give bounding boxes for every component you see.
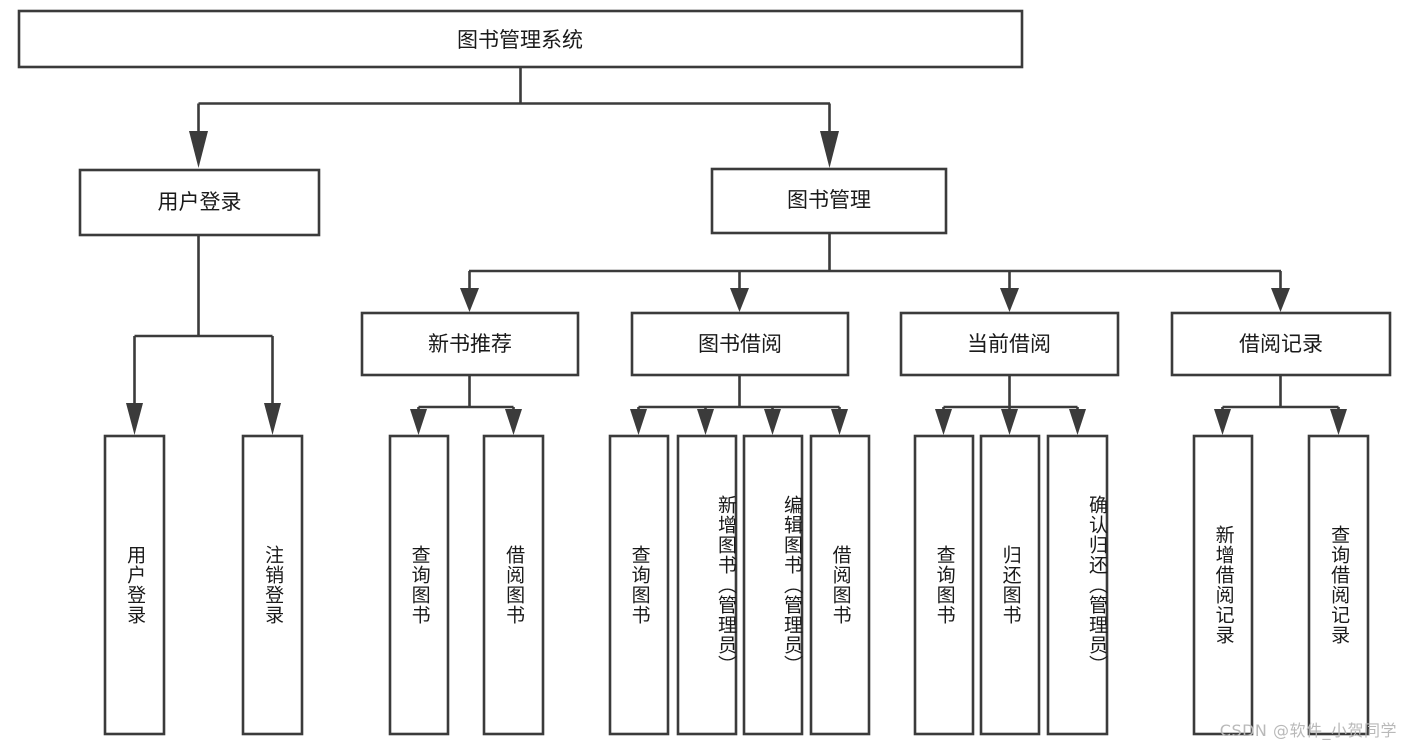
- node-leaf-borrow-book-1-box[interactable]: [482, 434, 545, 736]
- node-book-borrow-label: 图书借阅: [698, 332, 782, 356]
- csdn-watermark: CSDN @软件_小贺同学: [1219, 721, 1397, 740]
- node-leaf-confirm-return-box[interactable]: [1046, 434, 1109, 736]
- node-leaf-logout-login-box[interactable]: [241, 434, 304, 736]
- node-root-box[interactable]: [17, 9, 1024, 69]
- node-new-book-recommend[interactable]: 新书推荐: [360, 311, 580, 377]
- arrow-head-leaf-borrow-book-1: [505, 409, 522, 435]
- node-new-book-recommend-box[interactable]: [360, 311, 580, 377]
- arrow-head-leaf-query-book-1: [410, 409, 427, 435]
- arrow-head-leaf-edit-book: [764, 409, 781, 435]
- arrow-head-leaf-logout-login: [264, 403, 281, 435]
- node-new-book-recommend-label: 新书推荐: [428, 332, 512, 356]
- connector-group-new-book-recommend-to-leaves: [410, 375, 522, 435]
- node-leaf-add-record-box[interactable]: [1192, 434, 1254, 736]
- arrow-head-leaf-add-record: [1214, 409, 1231, 435]
- arrow-head-new-book-recommend: [460, 288, 479, 312]
- node-leaf-user-login-box[interactable]: [103, 434, 166, 736]
- node-borrow-record[interactable]: 借阅记录: [1170, 311, 1392, 377]
- node-leaf-return-book-box[interactable]: [979, 434, 1041, 736]
- arrow-head-leaf-borrow-book-2: [831, 409, 848, 435]
- node-user-login-box[interactable]: [78, 168, 321, 237]
- arrow-head-book-manage: [820, 131, 839, 168]
- node-leaf-add-book-box[interactable]: [676, 434, 738, 736]
- node-leaf-edit-book-box[interactable]: [742, 434, 804, 736]
- arrow-head-user-login: [189, 131, 208, 168]
- arrow-head-leaf-add-book: [697, 409, 714, 435]
- connector-group-book-manage-to-level2: [460, 233, 1290, 312]
- arrow-head-book-borrow: [730, 288, 749, 312]
- connector-group-root-to-level1: [189, 67, 839, 168]
- connector-group-borrow-record-to-leaves: [1214, 375, 1347, 435]
- node-book-manage-label: 图书管理: [787, 188, 871, 212]
- arrow-head-current-borrow: [1000, 288, 1019, 312]
- node-leaf-query-book-2-box[interactable]: [608, 434, 670, 736]
- node-user-login-label: 用户登录: [158, 190, 242, 214]
- node-borrow-record-label: 借阅记录: [1239, 332, 1323, 356]
- connector-group-current-borrow-to-leaves: [935, 375, 1086, 435]
- node-borrow-record-box[interactable]: [1170, 311, 1392, 377]
- node-book-manage[interactable]: 图书管理: [710, 167, 948, 235]
- arrow-head-leaf-query-book-3: [935, 409, 952, 435]
- node-book-borrow[interactable]: 图书借阅: [630, 311, 850, 377]
- node-leaf-query-book-1-box[interactable]: [388, 434, 450, 736]
- arrow-head-leaf-user-login: [126, 403, 143, 435]
- arrow-head-leaf-query-record: [1330, 409, 1347, 435]
- node-leaf-query-book-3-box[interactable]: [913, 434, 975, 736]
- node-current-borrow-box[interactable]: [899, 311, 1120, 377]
- arrow-head-borrow-record: [1271, 288, 1290, 312]
- node-leaf-query-record-box[interactable]: [1307, 434, 1370, 736]
- node-current-borrow-label: 当前借阅: [967, 332, 1051, 356]
- node-book-manage-box[interactable]: [710, 167, 948, 235]
- arrow-head-leaf-query-book-2: [630, 409, 647, 435]
- arrow-head-leaf-return-book: [1001, 409, 1018, 435]
- arrow-head-leaf-confirm-return: [1069, 409, 1086, 435]
- node-root[interactable]: 图书管理系统: [17, 9, 1024, 69]
- node-user-login[interactable]: 用户登录: [78, 168, 321, 237]
- connector-group-user-login-to-leaves: [126, 235, 281, 435]
- node-current-borrow[interactable]: 当前借阅: [899, 311, 1120, 377]
- node-leaf-borrow-book-2-box[interactable]: [809, 434, 871, 736]
- connector-group-book-borrow-to-leaves: [630, 375, 848, 435]
- node-root-label: 图书管理系统: [457, 28, 583, 52]
- node-book-borrow-box[interactable]: [630, 311, 850, 377]
